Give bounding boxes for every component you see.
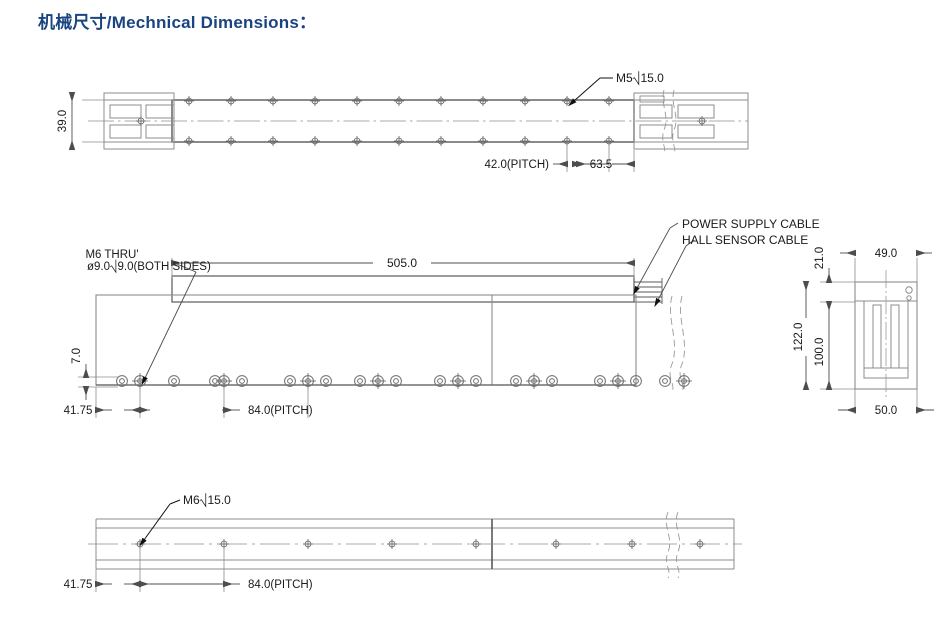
bottom-dim-84-label: 84.0(PITCH): [248, 579, 313, 591]
m6-thru-label-line2: ø9.0⎷9.0(BOTH SIDES): [87, 259, 211, 274]
dim-100-label: 100.0: [814, 338, 826, 367]
bottom-dim-41-75-label: 41.75: [64, 579, 93, 591]
dim-21-label: 21.0: [814, 247, 826, 269]
bottom-view-break-line: [665, 511, 681, 579]
dim-50: [838, 389, 934, 414]
bottom-view: M6⎷15.0 41.75 84.0(PITCH): [64, 493, 742, 592]
dim-122: [798, 281, 814, 390]
bottom-view-rails: [95, 518, 735, 570]
dim-49: [840, 249, 932, 282]
m6-thru-label-line1: M6 THRU': [85, 249, 138, 261]
dim-39-label: 39.0: [57, 110, 69, 132]
top-view-hole-row-lower: [183, 135, 615, 147]
top-view-right-endcap: [633, 89, 749, 155]
side-view-break-line: [669, 295, 685, 393]
power-cable-label: POWER SUPPLY CABLE: [682, 217, 820, 231]
section-hole-upper: [905, 286, 913, 294]
top-view-hole-row-upper: [183, 95, 615, 107]
hall-cable-leader: [654, 239, 695, 308]
side-view: 505.0 M6 THRU' ø9.0⎷9.0(BOTH SIDES): [64, 217, 820, 418]
dim-63-label: 63.5: [590, 159, 612, 171]
side-view-track-body: [95, 294, 637, 386]
dim-122-label: 122.0: [793, 323, 805, 352]
side-view-hole-groups: [116, 372, 693, 390]
dim-7: [78, 364, 118, 400]
dim-505: [171, 255, 635, 278]
top-view-left-endcap: [103, 92, 175, 150]
dim-21: [820, 268, 855, 316]
page-title: 机械尺寸/Mechnical Dimensions：: [38, 13, 317, 32]
m6-callout-leader: [139, 499, 181, 547]
dim-100: [820, 316, 855, 390]
m5-callout-leader: [568, 77, 613, 107]
dim-41-75-label: 41.75: [64, 405, 93, 417]
dim-7-label: 7.0: [71, 348, 83, 364]
m5-callout-label: M5⎷15.0: [616, 71, 664, 86]
dim-84-label: 84.0(PITCH): [248, 405, 313, 417]
cable-strands: [634, 278, 663, 304]
dim-42-label: 42.0(PITCH): [484, 159, 549, 171]
side-view-forcer-bar: [171, 275, 635, 303]
dim-50-label: 50.0: [875, 405, 897, 417]
m6-thru-callout-leader: [141, 261, 197, 386]
dim-505-label: 505.0: [387, 256, 417, 270]
section-hole-lower: [906, 295, 912, 301]
power-cable-leader: [633, 222, 679, 296]
top-view: 39.0: [57, 71, 749, 172]
section-view: 49.0 50.0 21.0 100.0 122.0: [793, 247, 934, 417]
hall-cable-label: HALL SENSOR CABLE: [682, 233, 808, 247]
dim-49-label: 49.0: [875, 248, 897, 260]
m6-callout-label: M6⎷15.0: [183, 493, 231, 508]
